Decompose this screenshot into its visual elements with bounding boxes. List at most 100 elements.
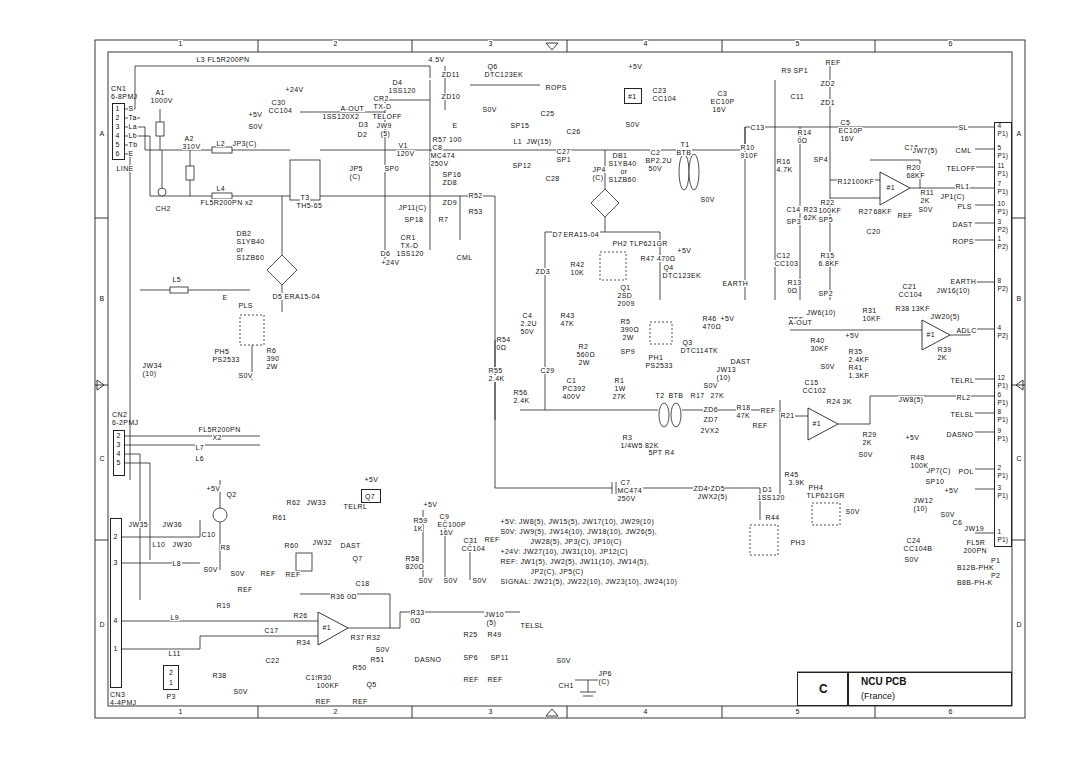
part-label: A2 (184, 135, 194, 142)
part-label: +5V (845, 332, 860, 339)
part-label: 2.4KF (848, 356, 870, 363)
part-label: C13 (750, 124, 765, 131)
part-label: PH5 (214, 348, 230, 355)
part-label: S0V (203, 566, 218, 573)
part-label: REF (487, 676, 503, 683)
part-label: S0V (940, 511, 955, 518)
part-label: JP7(C) (926, 467, 951, 474)
part-label: PC392 (562, 385, 586, 392)
part-label: R61 (272, 514, 287, 521)
part-label: C14 (786, 206, 801, 213)
part-label: 4 (997, 123, 1002, 130)
part-label: 5 (115, 141, 120, 148)
part-label: BTB (668, 392, 684, 399)
part-label: Lb (128, 132, 138, 139)
part-label: 11 (997, 163, 1005, 170)
part-label: Tb (128, 141, 138, 148)
part-label: PH3 (790, 539, 806, 546)
part-label: 4 (997, 325, 1002, 332)
part-label: 16V (840, 135, 855, 142)
part-label: SP2 (818, 290, 833, 297)
part-label: ZD1 (820, 99, 835, 106)
part-label: REF (760, 407, 776, 414)
part-label: R36 0Ω (330, 593, 357, 600)
part-label: (10) (716, 374, 731, 381)
part-label: 2W (622, 334, 634, 341)
part-label: SP3 (786, 218, 801, 225)
part-label: D6 (380, 250, 391, 257)
part-label: 68KF (906, 172, 925, 179)
part-label: C22 (265, 657, 280, 664)
drawing-frame (95, 40, 1025, 718)
part-label: 200PN (963, 547, 987, 554)
component-symbol (156, 122, 699, 571)
component-symbol (679, 154, 689, 190)
title-cell: C (797, 672, 848, 706)
part-label: 5PT R4 (648, 449, 675, 456)
part-label: JW36 (162, 521, 183, 528)
part-label: SP10 (925, 478, 945, 485)
part-label: R27 (858, 208, 873, 215)
part-label: REF (260, 570, 276, 577)
part-label: 30KF (810, 345, 829, 352)
part-label: R50 (352, 664, 367, 671)
part-label: 2 (333, 708, 338, 715)
part-label: R14 (797, 129, 812, 136)
opamp-symbol (318, 612, 348, 645)
part-label: SP9 (620, 348, 635, 355)
part-label: JW10 (484, 611, 505, 618)
part-label: TX-D (373, 103, 392, 110)
part-label: ZD10 (441, 93, 461, 100)
part-label: CC104B (903, 545, 933, 552)
part-label: (C) (598, 678, 610, 685)
part-label: 5 (116, 459, 121, 466)
part-label: (5) (486, 619, 497, 626)
part-label: R23 (803, 206, 818, 213)
part-label: S0V (556, 657, 571, 664)
part-label: P2) (997, 286, 1009, 293)
part-label: JP2(C), JP5(C) (530, 568, 584, 575)
part-label: 1SS120X2 (322, 113, 360, 120)
part-label: R58 (405, 555, 420, 562)
part-label: REF (463, 676, 479, 683)
part-label: R40 (810, 337, 825, 344)
part-label: +24V: JW27(10), JW31(10), JP12(C) (500, 548, 629, 555)
part-label: C6 (952, 519, 963, 526)
part-label: 16V (439, 529, 454, 536)
part-label: TELOFF (946, 165, 976, 172)
part-label: PLS (238, 302, 253, 309)
part-label: DTC123EK (484, 71, 524, 78)
part-label: REF (237, 586, 253, 593)
part-label: 2K (937, 354, 947, 361)
part-label: R47 470Ω (640, 255, 676, 262)
part-label: +5V (905, 434, 920, 441)
part-label: R24 (826, 398, 841, 405)
part-label: 2SD (617, 292, 633, 299)
part-label: R53 (468, 208, 483, 215)
part-label: 4.5V (428, 56, 445, 63)
part-label: S0V (230, 570, 245, 577)
part-label: C31 (463, 537, 478, 544)
wire (125, 436, 260, 600)
component-symbol (296, 553, 312, 571)
part-label: 4.7K (776, 166, 793, 173)
part-label: P1) (997, 473, 1009, 480)
wire (830, 160, 994, 198)
connector-name: B12B-PHK (957, 564, 994, 571)
component-symbol (689, 154, 699, 190)
connector-name: 6-2PMJ (112, 419, 139, 426)
part-label: #1 (322, 624, 332, 631)
part-label: 6.8KF (818, 260, 840, 267)
part-label: R52 (468, 192, 483, 199)
part-label: 4 (113, 617, 118, 624)
part-label: CR2 (373, 95, 389, 102)
part-label: SP5 (818, 216, 833, 223)
part-label: L5 (172, 276, 182, 283)
part-label: R15 (820, 252, 835, 259)
wire (520, 410, 760, 411)
part-label: R33 (410, 609, 425, 616)
part-label: JW32 (312, 539, 333, 546)
part-label: R34 (296, 639, 311, 646)
part-label: TH5-65 (296, 202, 323, 209)
part-label: 1SS120 (396, 250, 424, 257)
